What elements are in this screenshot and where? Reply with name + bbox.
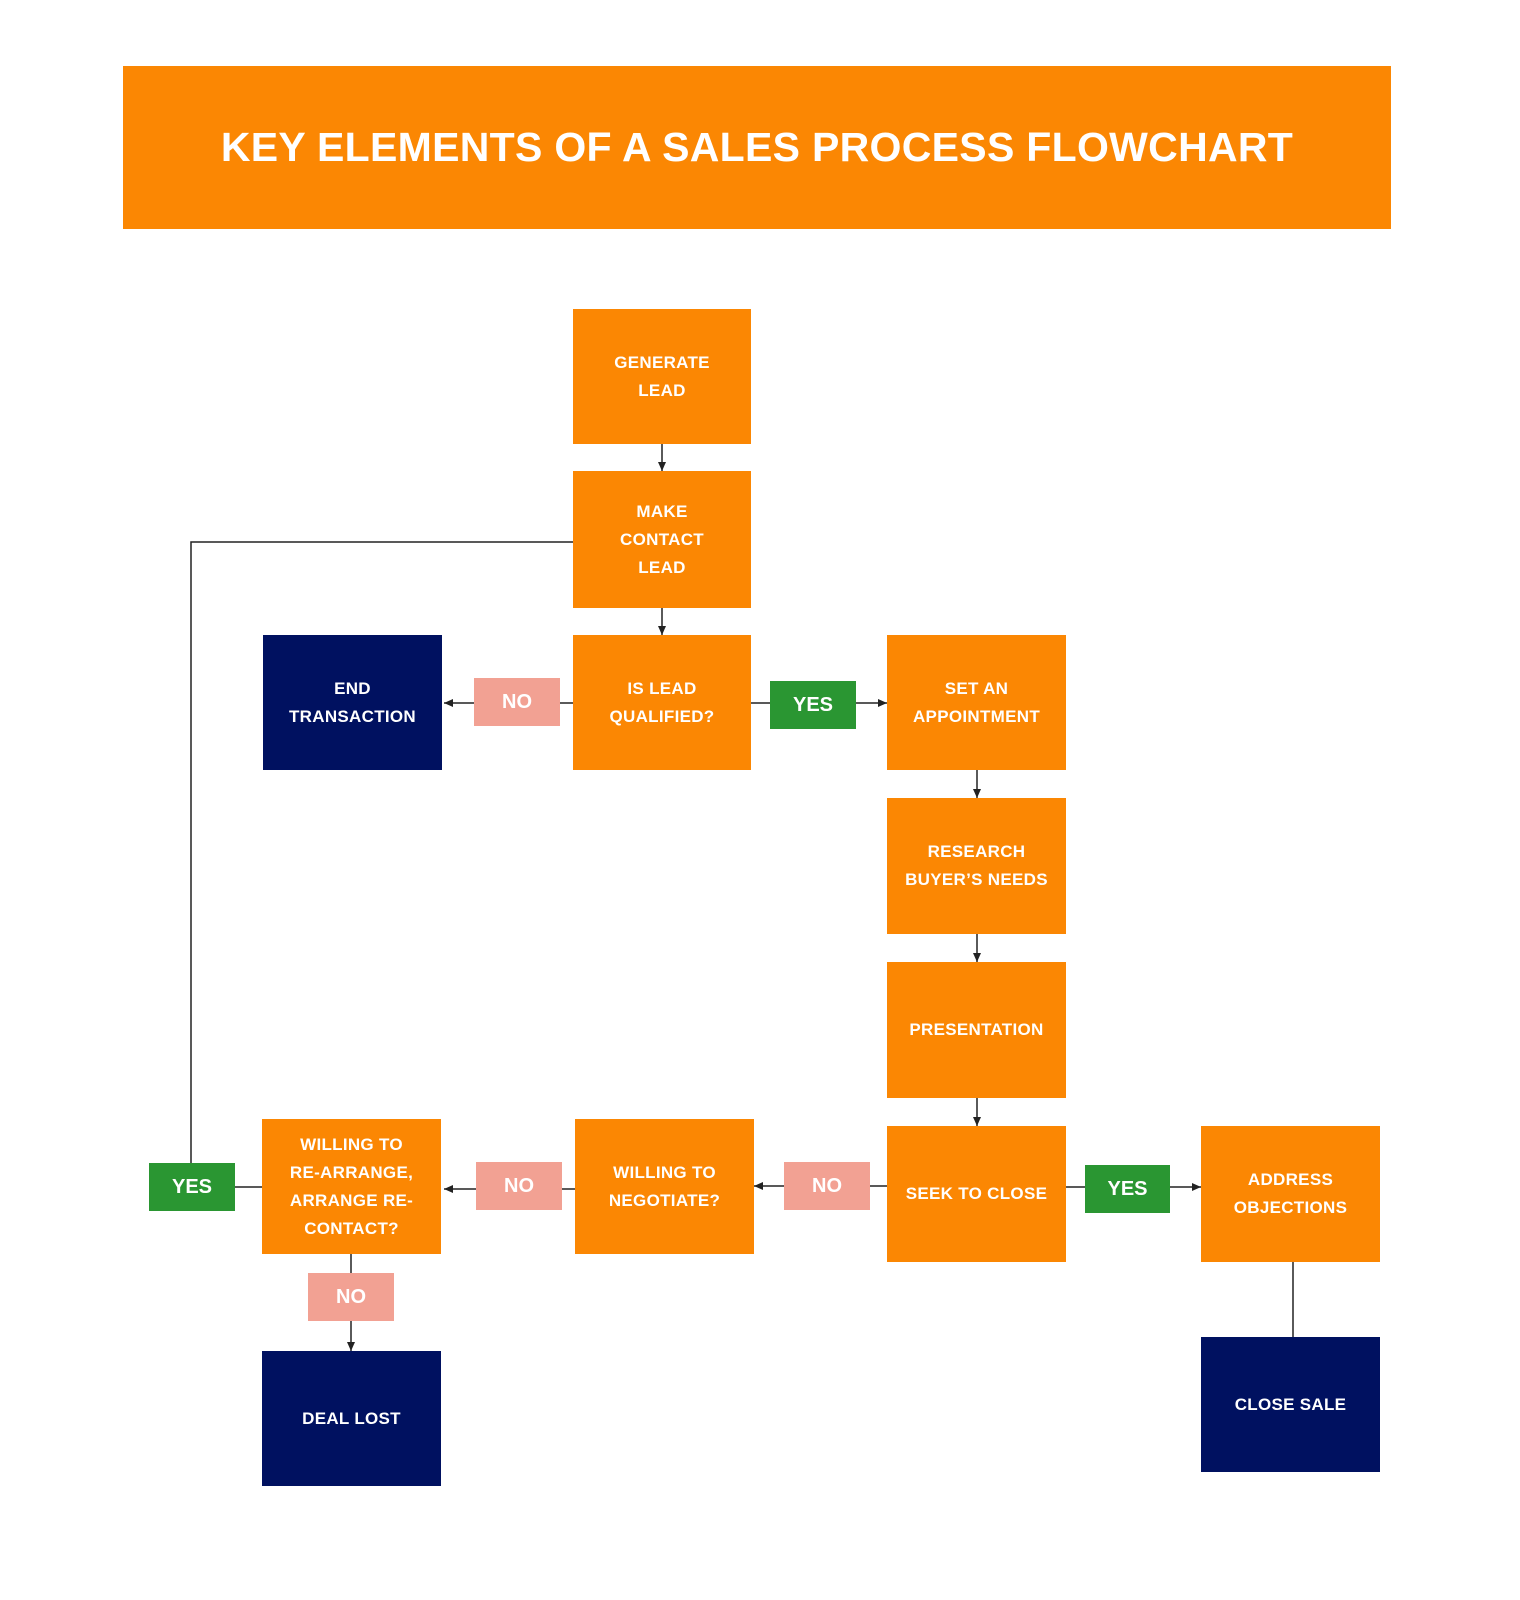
- node-willing-to-rearrange-text: WILLING TO RE-ARRANGE, ARRANGE RE- CONTA…: [289, 1134, 414, 1238]
- node-willing-to-negotiate-text: WILLING TO NEGOTIATE?: [608, 1162, 721, 1210]
- label-yes-qualified: YES: [770, 681, 856, 729]
- node-close-sale-text: CLOSE SALE: [1234, 1394, 1347, 1414]
- node-seek-to-close: SEEK TO CLOSE: [887, 1126, 1066, 1262]
- node-willing-to-negotiate: WILLING TO NEGOTIATE?: [575, 1119, 754, 1254]
- node-end-transaction-text: END TRANSACTION: [288, 678, 416, 726]
- title-banner: KEY ELEMENTS OF A SALES PROCESS FLOWCHAR…: [123, 66, 1391, 229]
- node-set-appointment-text: SET AN APPOINTMENT: [912, 678, 1041, 726]
- node-address-objections-text: ADDRESS OBJECTIONS: [1233, 1170, 1348, 1217]
- node-generate-lead: GENERATE LEAD: [573, 309, 751, 444]
- connector-yes-loop-to-contact: [190, 541, 573, 1163]
- label-yes-close-text: YES: [1107, 1177, 1148, 1200]
- label-no-close-text: NO: [812, 1174, 842, 1197]
- label-no-rearrange-text: NO: [336, 1285, 366, 1308]
- node-seek-to-close-text: SEEK TO CLOSE: [905, 1184, 1048, 1203]
- node-deal-lost-text: DEAL LOST: [302, 1408, 401, 1428]
- label-no-qualified-text: NO: [502, 690, 532, 713]
- node-research-needs: RESEARCH BUYER’S NEEDS: [887, 798, 1066, 934]
- page-title: KEY ELEMENTS OF A SALES PROCESS FLOWCHAR…: [220, 124, 1294, 170]
- label-no-qualified: NO: [474, 678, 560, 726]
- node-generate-lead-text: GENERATE LEAD: [614, 352, 710, 400]
- label-no-rearrange: NO: [308, 1273, 394, 1321]
- node-research-needs-text: RESEARCH BUYER’S NEEDS: [905, 842, 1048, 889]
- node-address-objections: ADDRESS OBJECTIONS: [1201, 1126, 1380, 1262]
- node-close-sale: CLOSE SALE: [1201, 1337, 1380, 1472]
- node-is-lead-qualified: IS LEAD QUALIFIED?: [573, 635, 751, 770]
- node-willing-to-rearrange: WILLING TO RE-ARRANGE, ARRANGE RE- CONTA…: [262, 1119, 441, 1254]
- label-yes-rearrange: YES: [149, 1163, 235, 1211]
- label-no-negotiate-text: NO: [504, 1174, 534, 1197]
- node-set-appointment: SET AN APPOINTMENT: [887, 635, 1066, 770]
- node-make-contact: MAKE CONTACT LEAD: [573, 471, 751, 608]
- label-yes-rearrange-text: YES: [171, 1175, 213, 1198]
- node-deal-lost: DEAL LOST: [262, 1351, 441, 1486]
- label-yes-close: YES: [1085, 1165, 1170, 1213]
- node-is-lead-qualified-text: IS LEAD QUALIFIED?: [609, 678, 715, 726]
- label-no-negotiate: NO: [476, 1162, 562, 1210]
- label-yes-qualified-text: YES: [792, 693, 834, 716]
- node-end-transaction: END TRANSACTION: [263, 635, 442, 770]
- node-make-contact-text: MAKE CONTACT LEAD: [620, 501, 704, 577]
- label-no-close: NO: [784, 1162, 870, 1210]
- node-presentation-text: PRESENTATION: [909, 1020, 1044, 1039]
- node-presentation: PRESENTATION: [887, 962, 1066, 1098]
